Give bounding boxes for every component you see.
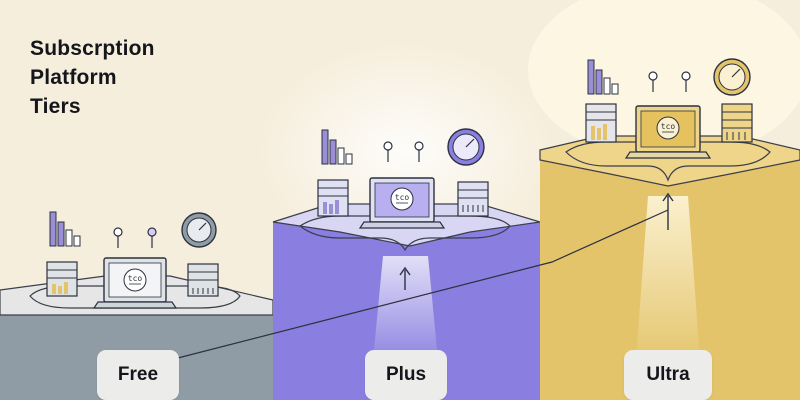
tier-label-ultra[interactable]: Ultra (624, 350, 712, 400)
free-icon-set: tco (46, 211, 219, 309)
title-line: Tiers (30, 95, 81, 118)
bar-chart-icon (49, 211, 81, 247)
up-arrow-icon (662, 192, 674, 230)
pin-icon (113, 227, 123, 248)
bar-chart-icon (587, 59, 619, 95)
up-arrow-icon (399, 266, 411, 290)
tier-label-free[interactable]: Free (97, 350, 179, 400)
server-rack-icon (721, 103, 753, 143)
upgrade-connector-line (169, 209, 669, 361)
pin-icon (383, 141, 393, 162)
laptop-icon: tco (92, 257, 178, 309)
plus-screen-text: tco (395, 193, 410, 202)
pin-icon (648, 71, 658, 92)
server-rack-icon (317, 179, 349, 217)
laptop-icon: tco (624, 105, 712, 159)
free-screen-text: tco (128, 274, 143, 283)
ultra-icon-set: tco (585, 58, 753, 159)
pin-icon (681, 71, 691, 92)
title-line: Subscrption (30, 37, 155, 60)
server-rack-icon (187, 263, 219, 297)
plus-icon-set: tco (317, 128, 489, 229)
dial-icon (713, 58, 751, 96)
pin-icon (414, 141, 424, 162)
server-rack-icon (46, 261, 78, 297)
plus-light-beam (373, 256, 438, 360)
ultra-screen-text: tco (661, 122, 676, 131)
pin-icon (147, 227, 157, 248)
title-line: Platform (30, 66, 117, 89)
page-title: Subscrption Platform Tiers (30, 34, 230, 121)
bar-chart-icon (321, 129, 353, 165)
server-rack-icon (585, 103, 617, 143)
tier-label-plus[interactable]: Plus (365, 350, 447, 400)
dial-icon (181, 212, 217, 248)
laptop-icon: tco (358, 177, 446, 229)
dial-icon (447, 128, 485, 166)
server-rack-icon (457, 181, 489, 217)
ultra-light-beam (636, 196, 700, 360)
